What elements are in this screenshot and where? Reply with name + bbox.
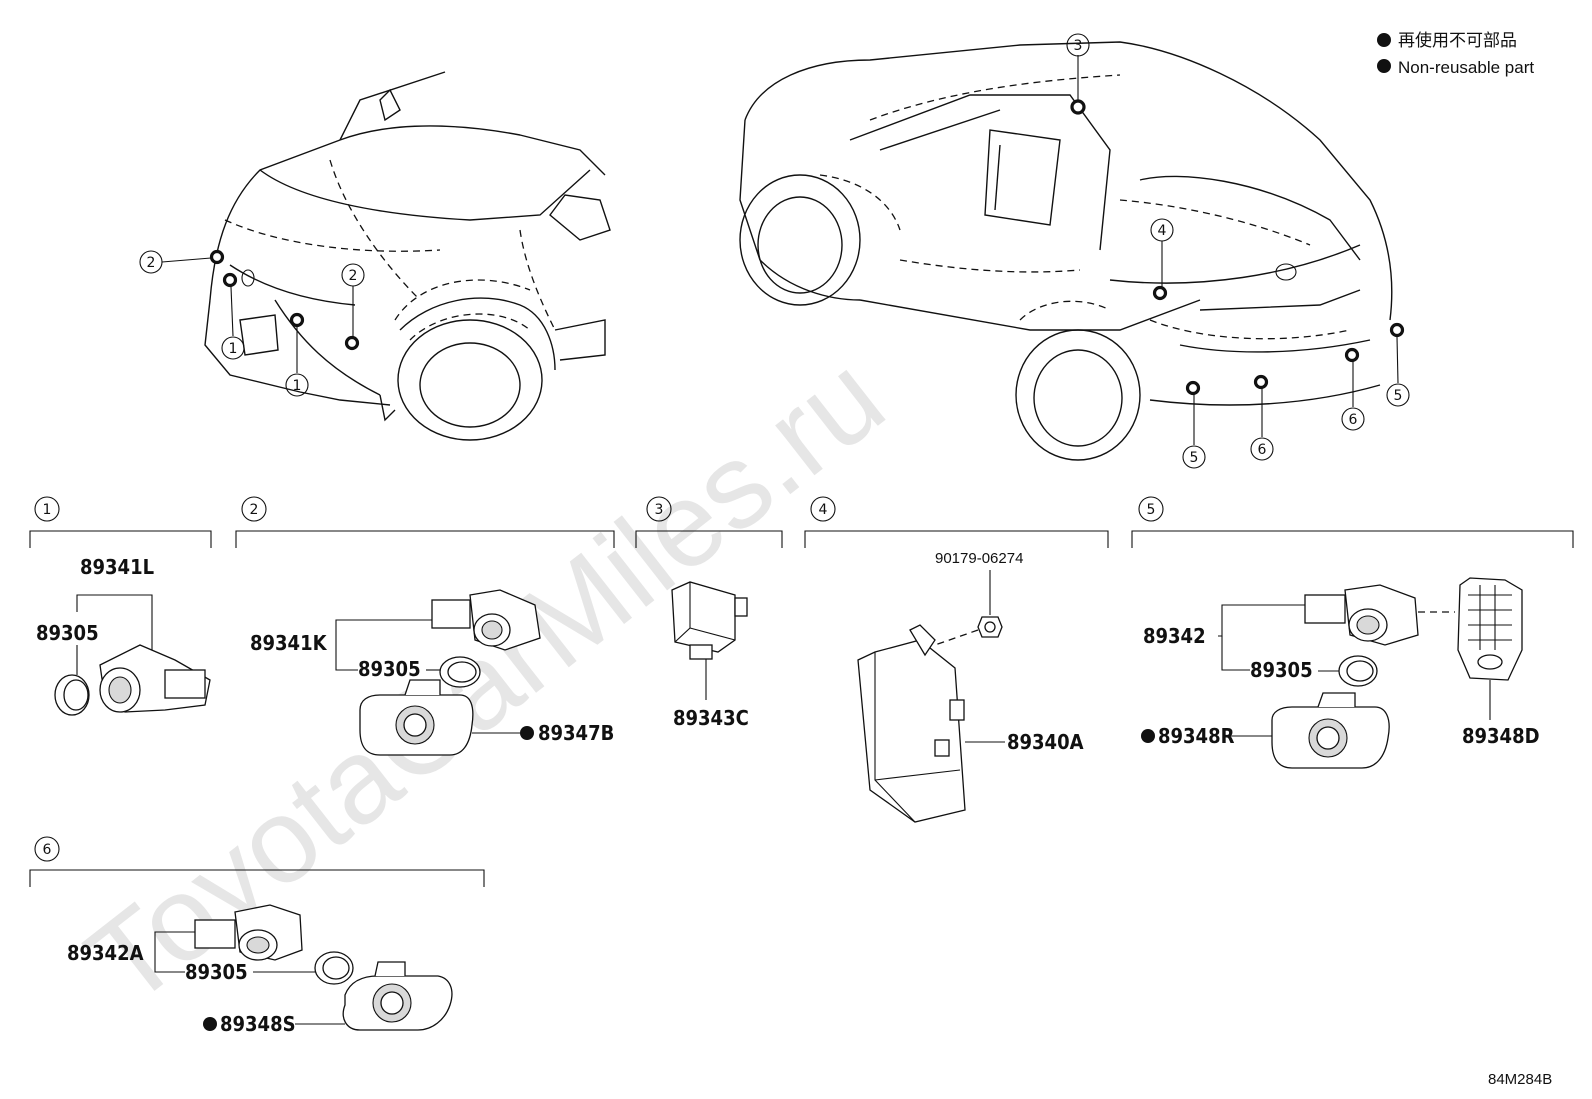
- callout-3: 3: [1074, 38, 1083, 54]
- callout-6: 6: [1349, 412, 1358, 428]
- sensor-location-marker: [1070, 99, 1086, 115]
- part-number-89340A: 89340A: [1007, 730, 1084, 754]
- callout-5: 5: [1190, 450, 1199, 466]
- non-reusable-bullet-icon: [1377, 59, 1391, 73]
- part-number-89348D: 89348D: [1462, 724, 1540, 748]
- callout-6: 6: [1258, 442, 1267, 458]
- group-2: 2 89341K 89305 89347B: [235, 496, 615, 756]
- group-3: 3 89343C: [635, 496, 783, 730]
- legend-japanese: 再使用不可部品: [1398, 30, 1517, 50]
- part-number-89342A: 89342A: [67, 941, 144, 965]
- callout-2: 2: [349, 268, 358, 284]
- group-1-number: 1: [43, 502, 52, 518]
- callout-5: 5: [1394, 388, 1403, 404]
- front-callouts: 2 1 1 2: [139, 250, 365, 397]
- legend: 再使用不可部品 Non-reusable part: [1377, 30, 1534, 77]
- group-3-number: 3: [655, 502, 664, 518]
- part-number-89341L: 89341L: [80, 555, 154, 579]
- non-reusable-bullet-icon: [203, 1017, 217, 1031]
- front-sensor-markers: [209, 249, 360, 351]
- part-number-89348R: 89348R: [1158, 724, 1235, 748]
- part-number-89305: 89305: [185, 960, 248, 984]
- diagram-code: 84M284B: [1488, 1071, 1552, 1088]
- sensor-location-marker: [344, 335, 360, 351]
- sensor-location-marker: [1344, 347, 1360, 363]
- sensor-location-marker: [222, 272, 238, 288]
- rear-sensor-markers: [1070, 99, 1405, 396]
- part-number-89341K: 89341K: [250, 631, 328, 655]
- part-number-89342: 89342: [1143, 624, 1206, 648]
- group-4-number: 4: [819, 502, 828, 518]
- sensor-location-marker: [1185, 380, 1201, 396]
- sensor-location-marker: [1152, 285, 1168, 301]
- sensor-location-marker: [289, 312, 305, 328]
- rear-callouts: 3 4 5 6 6 5: [1066, 33, 1410, 469]
- sensor-location-marker: [1389, 322, 1405, 338]
- part-number-90179-06274: 90179-06274: [935, 550, 1023, 567]
- part-number-89305: 89305: [358, 657, 421, 681]
- callout-1: 1: [293, 378, 302, 394]
- sensor-location-marker: [209, 249, 225, 265]
- part-number-89305: 89305: [1250, 658, 1313, 682]
- group-5: 5 89342 89305 89348D 89348R: [1131, 496, 1574, 769]
- non-reusable-bullet-icon: [1377, 33, 1391, 47]
- group-1: 1 89341L 89305: [29, 496, 212, 716]
- callout-1: 1: [229, 341, 238, 357]
- callout-4: 4: [1158, 223, 1167, 239]
- callout-2: 2: [147, 255, 156, 271]
- front-vehicle-illustration: [204, 71, 611, 441]
- group-4: 4 90179-06274 89340A: [804, 496, 1109, 823]
- group-6-number: 6: [43, 842, 52, 858]
- part-number-89348S: 89348S: [220, 1012, 296, 1036]
- sensor-location-marker: [1253, 374, 1269, 390]
- part-number-89305: 89305: [36, 621, 99, 645]
- group-6: 6 89342A 89305 89348S: [29, 836, 485, 1036]
- part-number-89347B: 89347B: [538, 721, 614, 745]
- rear-vehicle-illustration: [739, 41, 1393, 461]
- non-reusable-bullet-icon: [1141, 729, 1155, 743]
- legend-english: Non-reusable part: [1398, 58, 1534, 77]
- group-5-number: 5: [1147, 502, 1156, 518]
- group-2-number: 2: [250, 502, 259, 518]
- part-number-89343C: 89343C: [673, 706, 749, 730]
- non-reusable-bullet-icon: [520, 726, 534, 740]
